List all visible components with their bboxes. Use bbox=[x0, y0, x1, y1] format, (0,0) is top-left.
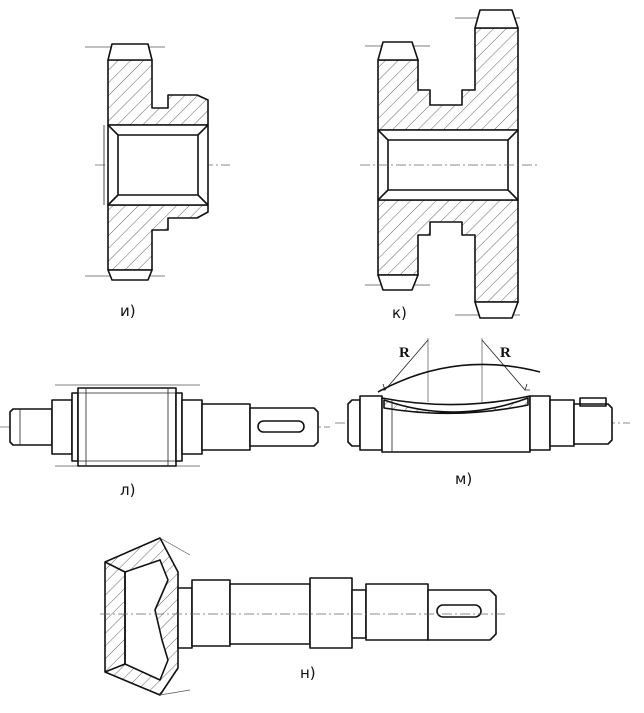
figure-n-bevel-pinion-shaft: н) bbox=[100, 537, 505, 696]
figure-m-caption: м) bbox=[455, 470, 472, 488]
figure-n-caption: н) bbox=[300, 664, 316, 682]
figure-i-caption: и) bbox=[120, 302, 136, 320]
figure-k-caption: к) bbox=[392, 304, 407, 322]
figure-m-shaft: R R м) bbox=[335, 338, 630, 488]
radius-label-right: R bbox=[500, 345, 511, 361]
radius-label-left: R bbox=[399, 345, 410, 361]
figure-i-gear-section: и) bbox=[85, 43, 230, 320]
figure-k-double-gear-section: к) bbox=[360, 9, 540, 322]
figure-l-caption: л) bbox=[120, 481, 135, 499]
figure-l-shaft: л) bbox=[0, 384, 330, 499]
